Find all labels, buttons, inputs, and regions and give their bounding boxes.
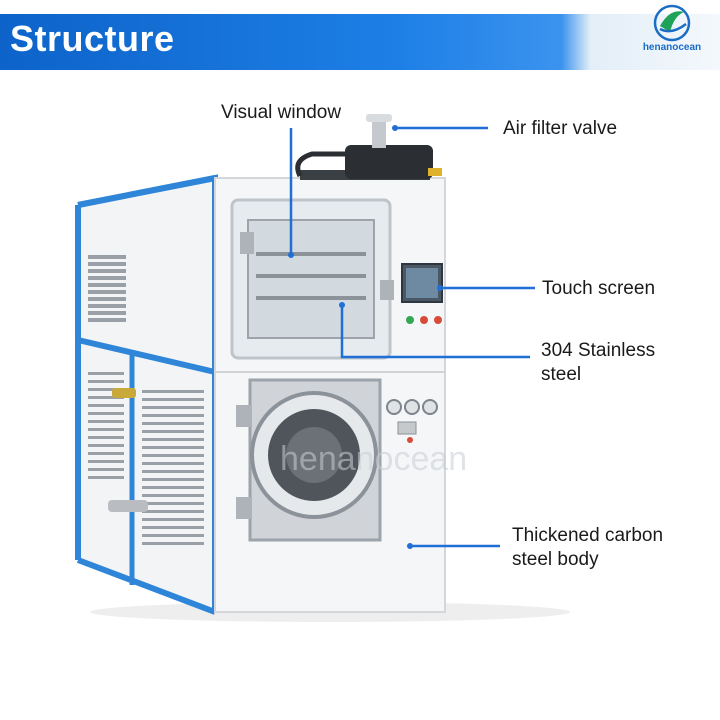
brand-name: henanocean (642, 42, 702, 53)
callout-visual-window: Visual window (221, 102, 342, 123)
callout-stainless-steel-1: 304 Stainless (541, 340, 656, 361)
header-banner: Structure (0, 14, 720, 70)
page-title: Structure (10, 18, 175, 59)
callout-carbon-steel-1: Thickened carbon (512, 525, 664, 546)
logo-icon (653, 4, 691, 42)
gauge-icon (386, 399, 438, 415)
brand-logo: henanocean (630, 2, 714, 56)
air-filter-valve-icon (295, 114, 442, 180)
callout-stainless-steel-2: steel (541, 364, 582, 385)
callout-touch-screen: Touch screen (542, 278, 656, 299)
callout-carbon-steel-2: steel body (512, 549, 599, 570)
watermark-text: henanocean (280, 440, 467, 478)
callout-air-filter-valve: Air filter valve (503, 118, 618, 139)
